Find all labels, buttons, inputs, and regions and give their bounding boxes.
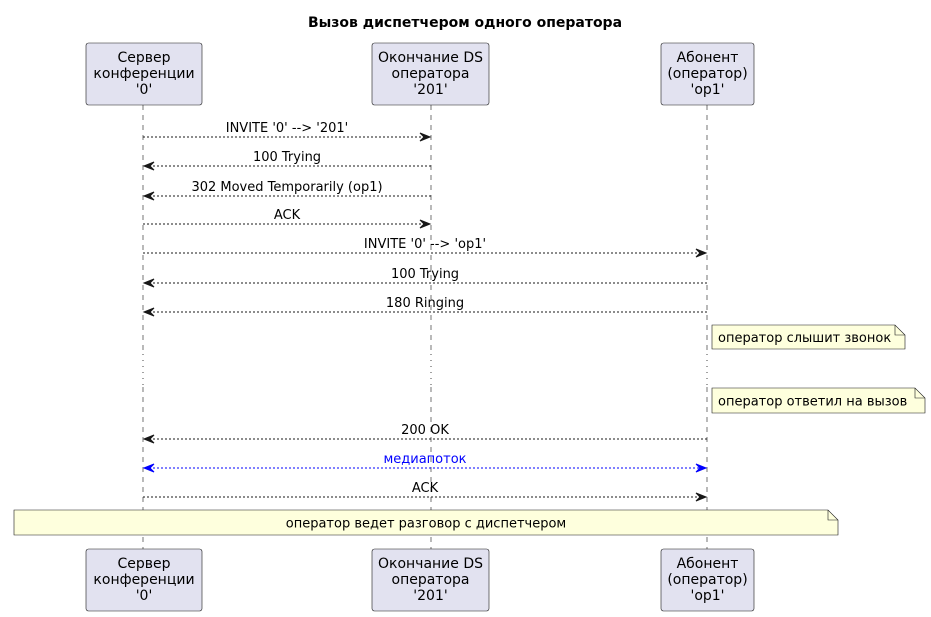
note-shape bbox=[711, 324, 906, 350]
message-label: 200 OK bbox=[401, 423, 449, 438]
arrow-head bbox=[142, 161, 155, 171]
message-label: 180 Ringing bbox=[386, 296, 464, 311]
arrow-head bbox=[142, 191, 155, 201]
message-9: медиапоток bbox=[142, 452, 708, 473]
message-label: ACK bbox=[412, 481, 439, 496]
message-label: 302 Moved Temporarily (op1) bbox=[191, 180, 382, 195]
participant-box bbox=[85, 42, 203, 106]
participant-label-line: Окончание DS bbox=[378, 556, 483, 572]
participant-label-line: '201' bbox=[413, 588, 447, 604]
message-1: INVITE '0' --> '201' bbox=[143, 121, 432, 142]
participant-label-line: конференции bbox=[93, 572, 194, 588]
participant-box bbox=[371, 548, 490, 612]
arrow-head bbox=[695, 248, 708, 258]
arrow-head bbox=[142, 463, 155, 473]
message-4: ACK bbox=[143, 208, 432, 229]
notes: оператор слышит звонок оператор ответил н… bbox=[13, 324, 926, 536]
note-2: оператор ответил на вызов bbox=[711, 387, 926, 414]
note-3: оператор ведет разговор с диспетчером bbox=[13, 509, 839, 536]
diagram-title: Вызов диспетчером одного оператора bbox=[308, 15, 622, 31]
participant-label-line: 'op1' bbox=[690, 588, 724, 604]
participant-label-line: '0' bbox=[136, 588, 153, 604]
message-label: медиапоток bbox=[383, 452, 466, 467]
arrow-head bbox=[142, 307, 155, 317]
message-label: INVITE '0' --> 'op1' bbox=[364, 237, 486, 252]
message-5: INVITE '0' --> 'op1' bbox=[143, 237, 708, 258]
messages: INVITE '0' --> '201' 100 Trying 302 Moved … bbox=[142, 121, 708, 502]
participant-subscriber-top: Абонент(оператор)'op1' bbox=[660, 42, 755, 106]
message-label: INVITE '0' --> '201' bbox=[226, 121, 349, 136]
message-2: 100 Trying bbox=[142, 150, 431, 171]
note-fold bbox=[894, 325, 905, 336]
message-label: ACK bbox=[274, 208, 301, 223]
participant-label-line: оператора bbox=[392, 572, 470, 588]
note-fold bbox=[827, 510, 838, 521]
participant-label-line: 'op1' bbox=[690, 82, 724, 98]
participant-subscriber-bottom: Абонент(оператор)'op1' bbox=[660, 548, 755, 612]
note-1: оператор слышит звонок bbox=[711, 324, 906, 350]
note-text: оператор ведет разговор с диспетчером bbox=[286, 517, 566, 532]
arrow-head bbox=[695, 492, 708, 502]
participant-label-line: '0' bbox=[136, 82, 153, 98]
participant-label-line: Сервер bbox=[117, 556, 170, 572]
participant-label-line: оператора bbox=[392, 66, 470, 82]
participant-label-line: Окончание DS bbox=[378, 50, 483, 66]
note-text: оператор слышит звонок bbox=[718, 331, 891, 346]
note-text: оператор ответил на вызов bbox=[718, 395, 907, 410]
arrow-head bbox=[695, 463, 708, 473]
message-7: 180 Ringing bbox=[142, 296, 707, 317]
participant-label-line: Сервер bbox=[117, 50, 170, 66]
arrow-head bbox=[419, 132, 432, 142]
message-label: 100 Trying bbox=[391, 267, 459, 282]
message-3: 302 Moved Temporarily (op1) bbox=[142, 180, 431, 201]
note-shape bbox=[13, 509, 839, 536]
participant-box bbox=[371, 42, 490, 106]
participant-box bbox=[660, 548, 755, 612]
participant-label-line: '201' bbox=[413, 82, 447, 98]
message-10: ACK bbox=[143, 481, 708, 502]
participant-label-line: (оператор) bbox=[667, 66, 747, 82]
participant-label-line: конференции bbox=[93, 66, 194, 82]
message-8: 200 OK bbox=[142, 423, 707, 444]
participant-label-line: Абонент bbox=[677, 50, 739, 66]
arrow-head bbox=[142, 434, 155, 444]
arrow-head bbox=[142, 278, 155, 288]
note-shape bbox=[711, 387, 926, 414]
participant-label-line: Абонент bbox=[677, 556, 739, 572]
participant-label-line: (оператор) bbox=[667, 572, 747, 588]
message-label: 100 Trying bbox=[253, 150, 321, 165]
participant-box bbox=[660, 42, 755, 106]
arrow-head bbox=[419, 219, 432, 229]
message-6: 100 Trying bbox=[142, 267, 707, 288]
note-fold bbox=[914, 388, 925, 399]
participant-box bbox=[85, 548, 203, 612]
